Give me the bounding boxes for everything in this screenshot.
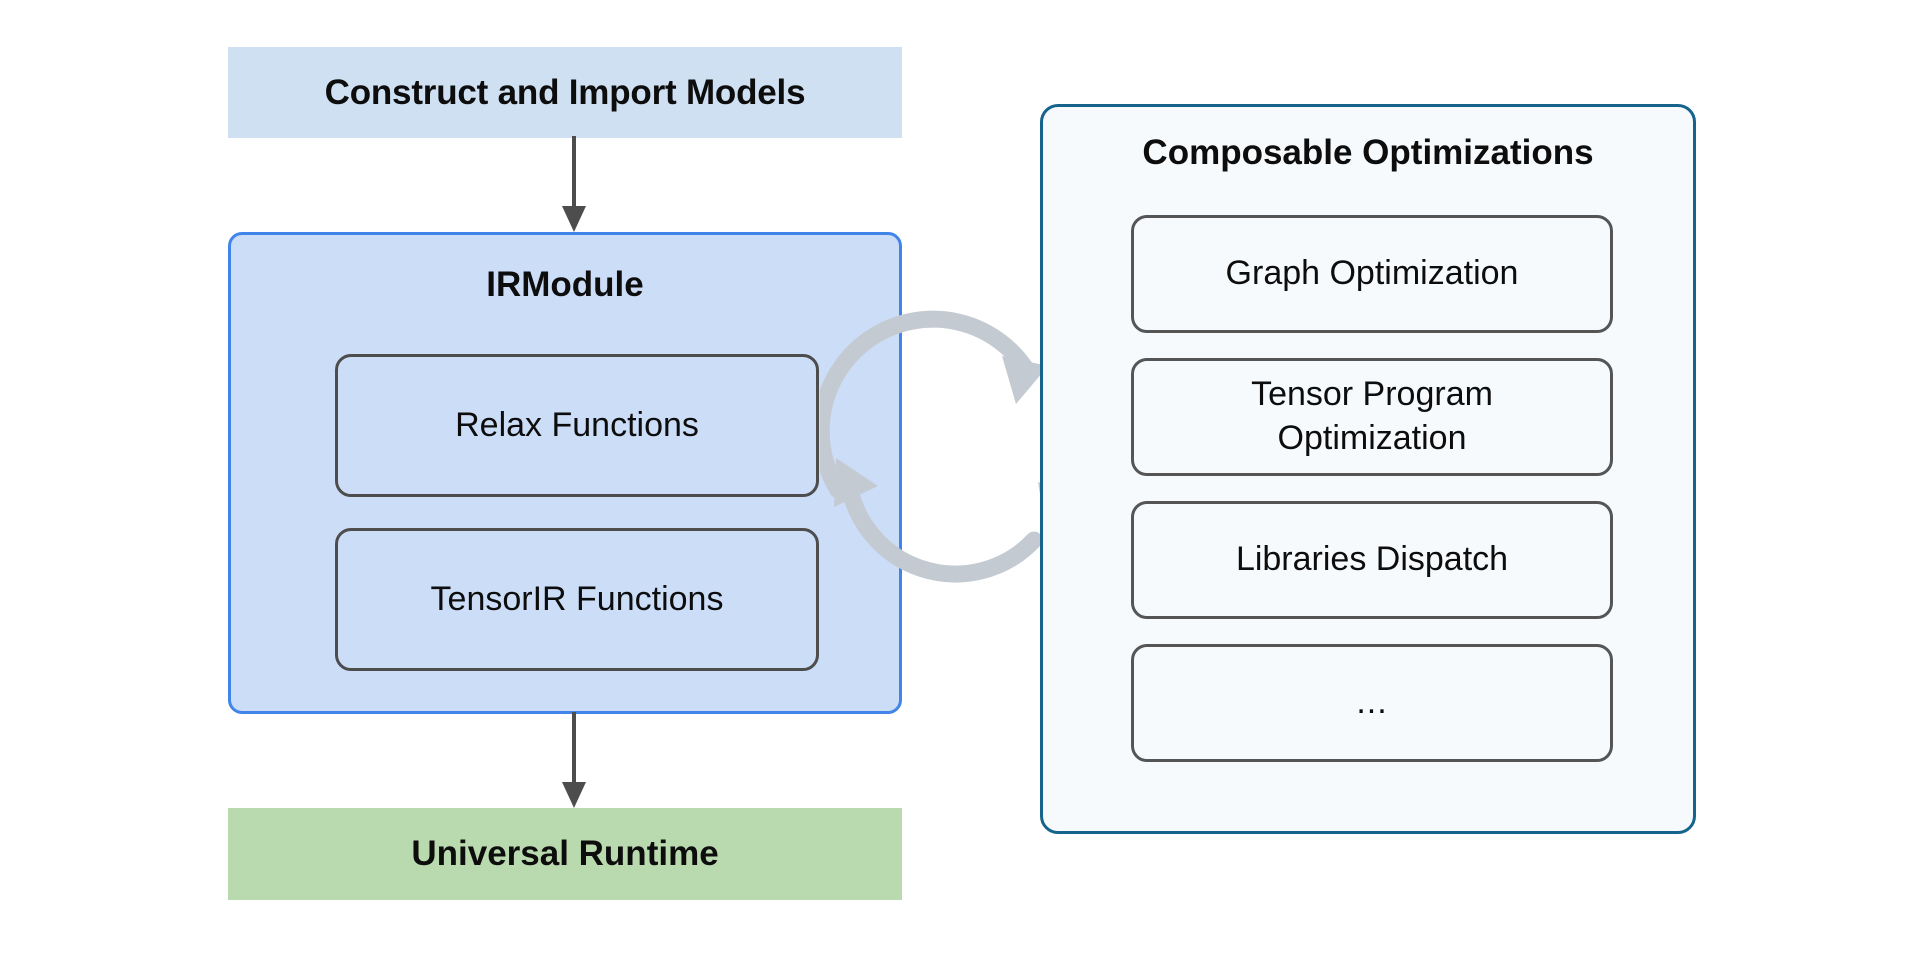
optimization-item-ellipsis: ... (1131, 644, 1613, 762)
optimization-item-tensor-program-label: Tensor Program Optimization (1251, 375, 1493, 457)
optimization-items-list: Graph Optimization Tensor Program Optimi… (1131, 215, 1613, 787)
optimization-item-graph-label: Graph Optimization (1225, 254, 1519, 293)
tensorir-functions-label: TensorIR Functions (430, 580, 724, 618)
irmodule-title: IRModule (486, 265, 644, 304)
optimization-item-ellipsis-label: ... (1356, 683, 1388, 722)
optimization-item-graph: Graph Optimization (1131, 215, 1613, 333)
construct-import-models-label: Construct and Import Models (324, 72, 806, 112)
construct-import-models-box: Construct and Import Models (228, 47, 902, 138)
optimization-item-libraries-dispatch: Libraries Dispatch (1131, 501, 1613, 619)
relax-functions-label: Relax Functions (455, 406, 699, 444)
tensorir-functions-box: TensorIR Functions (335, 528, 819, 671)
relax-functions-box: Relax Functions (335, 354, 819, 497)
optimization-item-tensor-program: Tensor Program Optimization (1131, 358, 1613, 476)
arrow-import-to-irmodule (562, 136, 586, 232)
composable-optimizations-panel: Composable Optimizations Graph Optimizat… (1040, 104, 1696, 834)
composable-optimizations-title: Composable Optimizations (1142, 133, 1594, 172)
universal-runtime-box: Universal Runtime (228, 808, 902, 900)
arrow-irmodule-to-runtime (562, 712, 586, 808)
irmodule-box: IRModule Relax Functions TensorIR Functi… (228, 232, 902, 714)
universal-runtime-label: Universal Runtime (411, 834, 719, 873)
optimization-item-libraries-dispatch-label: Libraries Dispatch (1235, 540, 1509, 579)
